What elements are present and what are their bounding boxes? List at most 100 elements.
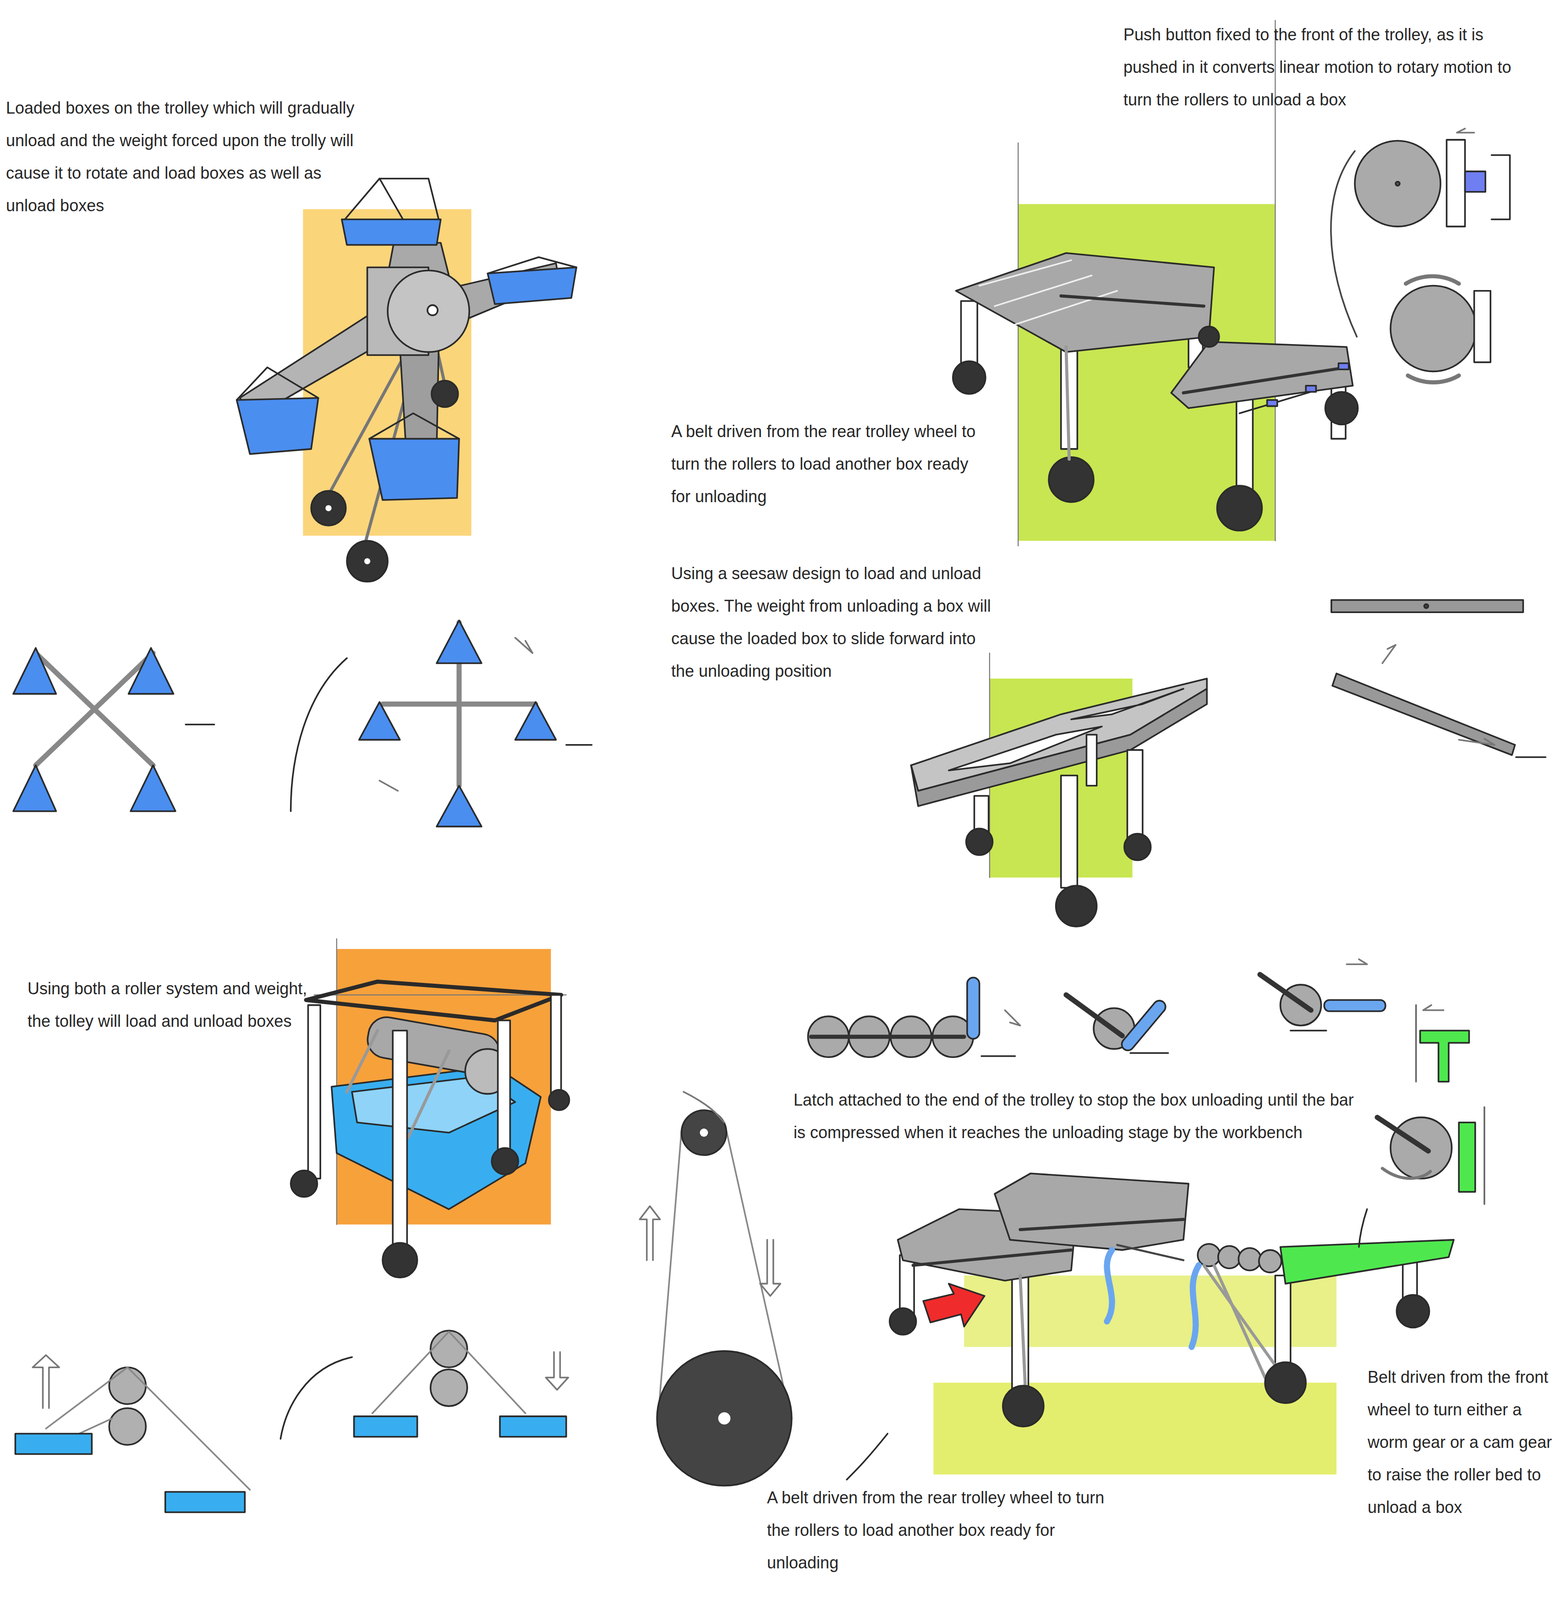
annotation-note: Belt driven from the front wheel to turn… <box>1367 1360 1561 1524</box>
seesaw-trolley-sketch-part <box>1127 750 1143 842</box>
seesaw-trolley-sketch-part <box>1086 734 1097 786</box>
seesaw-trolley-sketch-part <box>1071 688 1184 720</box>
seesaw-trolley-sketch-part <box>1423 603 1429 608</box>
push-button-trolley-sketch-part <box>1305 385 1316 392</box>
roller-weight-trolley-sketch-part <box>165 1491 246 1513</box>
rotation-diagrams-part <box>35 652 154 766</box>
rotating-trolley-sketch <box>236 178 577 582</box>
rotating-trolley-sketch-part <box>341 219 441 246</box>
annotation-note: Using a seesaw design to load and unload… <box>671 557 1002 688</box>
push-button-trolley-sketch-part <box>1390 285 1477 372</box>
annotation-note: Push button fixed to the front of the tr… <box>1123 18 1518 116</box>
push-button-trolley-sketch-part <box>1236 392 1254 500</box>
rotating-trolley-sketch-part <box>236 367 319 400</box>
roller-weight-trolley-sketch-part <box>430 1330 468 1368</box>
rotating-trolley-sketch-part <box>431 380 459 408</box>
push-button-trolley-sketch-part <box>1354 140 1441 227</box>
latch-sequence-diagram-part <box>1290 1029 1327 1032</box>
rotating-trolley-sketch-part <box>325 504 332 511</box>
latch-sequence-diagram-part <box>1004 1010 1020 1026</box>
latch-trolley-sketch-part <box>1259 1249 1282 1273</box>
push-button-trolley-sketch-part <box>1267 399 1278 406</box>
annotation-note: A belt driven from the rear trolley whee… <box>766 1481 1125 1579</box>
rotation-diagrams <box>13 620 592 827</box>
latch-sequence-diagram-part <box>967 977 980 1040</box>
latch-sequence-diagram-part <box>1377 1117 1429 1151</box>
push-button-trolley-sketch-part <box>1066 346 1070 460</box>
latch-sequence-diagram-part <box>1119 997 1168 1053</box>
latch-sequence-diagram-part <box>1458 1122 1476 1192</box>
rotation-diagrams-part <box>436 620 482 664</box>
pulley-belt-diagram <box>639 1091 888 1486</box>
seesaw-trolley-sketch-part <box>1061 775 1078 888</box>
rotating-trolley-sketch-part <box>369 413 460 439</box>
roller-weight-trolley-sketch-part <box>382 1242 418 1278</box>
roller-weight-trolley-sketch-part <box>499 1416 567 1437</box>
rotating-trolley-sketch-part <box>427 305 438 316</box>
latch-sequence-diagram-part <box>1483 1106 1486 1205</box>
seesaw-trolley-sketch-part <box>1458 738 1495 745</box>
latch-trolley-sketch-part <box>1191 1265 1200 1347</box>
roller-weight-trolley-sketch-part <box>545 1352 569 1390</box>
rotating-trolley-sketch-part <box>487 267 577 304</box>
latch-sequence-diagram-part <box>981 1055 1015 1057</box>
push-button-trolley-sketch-part <box>952 361 986 394</box>
push-button-trolley-sketch-part <box>1061 295 1205 307</box>
rotation-diagrams-part <box>359 701 400 740</box>
push-button-trolley-sketch-part <box>979 260 1072 286</box>
roller-weight-trolley-sketch-part <box>306 981 562 1021</box>
latch-trolley-sketch-part <box>1020 1219 1184 1230</box>
latch-sequence-diagram-part <box>1130 1052 1168 1055</box>
latch-sequence-diagram-part <box>1066 994 1123 1036</box>
roller-weight-trolley-sketch-part <box>32 1355 60 1409</box>
rotation-diagrams-part <box>514 701 556 740</box>
seesaw-trolley-sketch-part <box>1056 885 1097 927</box>
latch-trolley-sketch <box>889 1173 1454 1475</box>
roller-weight-trolley-sketch-part <box>280 1357 352 1439</box>
roller-weight-trolley-sketch-part <box>498 1020 511 1159</box>
latch-trolley-sketch-part <box>1117 1244 1184 1260</box>
annotation-note: Loaded boxes on the trolley which will g… <box>5 91 373 222</box>
seesaw-trolley-sketch-part <box>1382 644 1396 663</box>
latch-sequence-diagram-part <box>1415 1005 1418 1082</box>
latch-trolley-sketch-part <box>994 1173 1189 1250</box>
push-button-trolley-sketch-part <box>1017 142 1019 547</box>
rotating-trolley-sketch-part <box>487 257 577 274</box>
rotating-trolley-sketch-part <box>364 558 371 564</box>
push-button-trolley-sketch-part <box>955 252 1214 352</box>
seesaw-trolley-sketch-part <box>1331 600 1524 613</box>
rotating-trolley-sketch-part <box>344 178 439 220</box>
push-button-trolley-sketch-part <box>1198 326 1220 348</box>
pulley-belt-diagram-part <box>760 1239 781 1296</box>
latch-trolley-sketch-part <box>1106 1249 1112 1322</box>
push-button-trolley-sketch-part <box>1338 363 1349 370</box>
seesaw-trolley-sketch-part <box>910 688 1207 806</box>
latch-trolley-sketch-part <box>1197 1243 1221 1267</box>
push-button-trolley-sketch-part <box>1491 155 1510 220</box>
push-button-trolley-sketch-part <box>1325 391 1358 425</box>
rotation-diagrams-part <box>185 723 214 726</box>
roller-weight-trolley-sketch-part <box>408 1051 449 1138</box>
latch-trolley-sketch-part <box>1358 1209 1368 1247</box>
latch-trolley-sketch-part <box>1020 1275 1026 1388</box>
latch-sequence-diagram-part <box>1324 1000 1386 1012</box>
rotation-diagrams-part <box>382 701 536 707</box>
seesaw-trolley-sketch-part <box>910 678 1207 791</box>
push-button-trolley-sketch-part <box>1474 290 1491 363</box>
latch-trolley-sketch-part <box>1204 1265 1281 1373</box>
rotation-diagrams-part <box>35 652 154 766</box>
latch-trolley-sketch-part <box>1264 1362 1306 1403</box>
push-button-trolley-sketch-part <box>1216 485 1262 531</box>
rotating-trolley-sketch-part <box>346 540 388 582</box>
rotation-diagrams-part <box>566 744 592 746</box>
rotating-trolley-sketch-part <box>311 490 346 526</box>
rotating-trolley-sketch-part <box>369 438 460 501</box>
seesaw-trolley-sketch-part <box>1332 673 1516 756</box>
roller-weight-trolley-sketch-part <box>45 1367 250 1490</box>
roller-weight-trolley-sketch-part <box>354 1416 418 1437</box>
seesaw-trolley-sketch-part <box>948 726 1102 771</box>
latch-trolley-sketch-part <box>923 1283 985 1327</box>
annotation-note: Using both a roller system and weight, t… <box>27 972 312 1038</box>
rotation-diagrams-part <box>13 647 57 694</box>
roller-weight-trolley-sketch-part <box>290 1170 318 1197</box>
